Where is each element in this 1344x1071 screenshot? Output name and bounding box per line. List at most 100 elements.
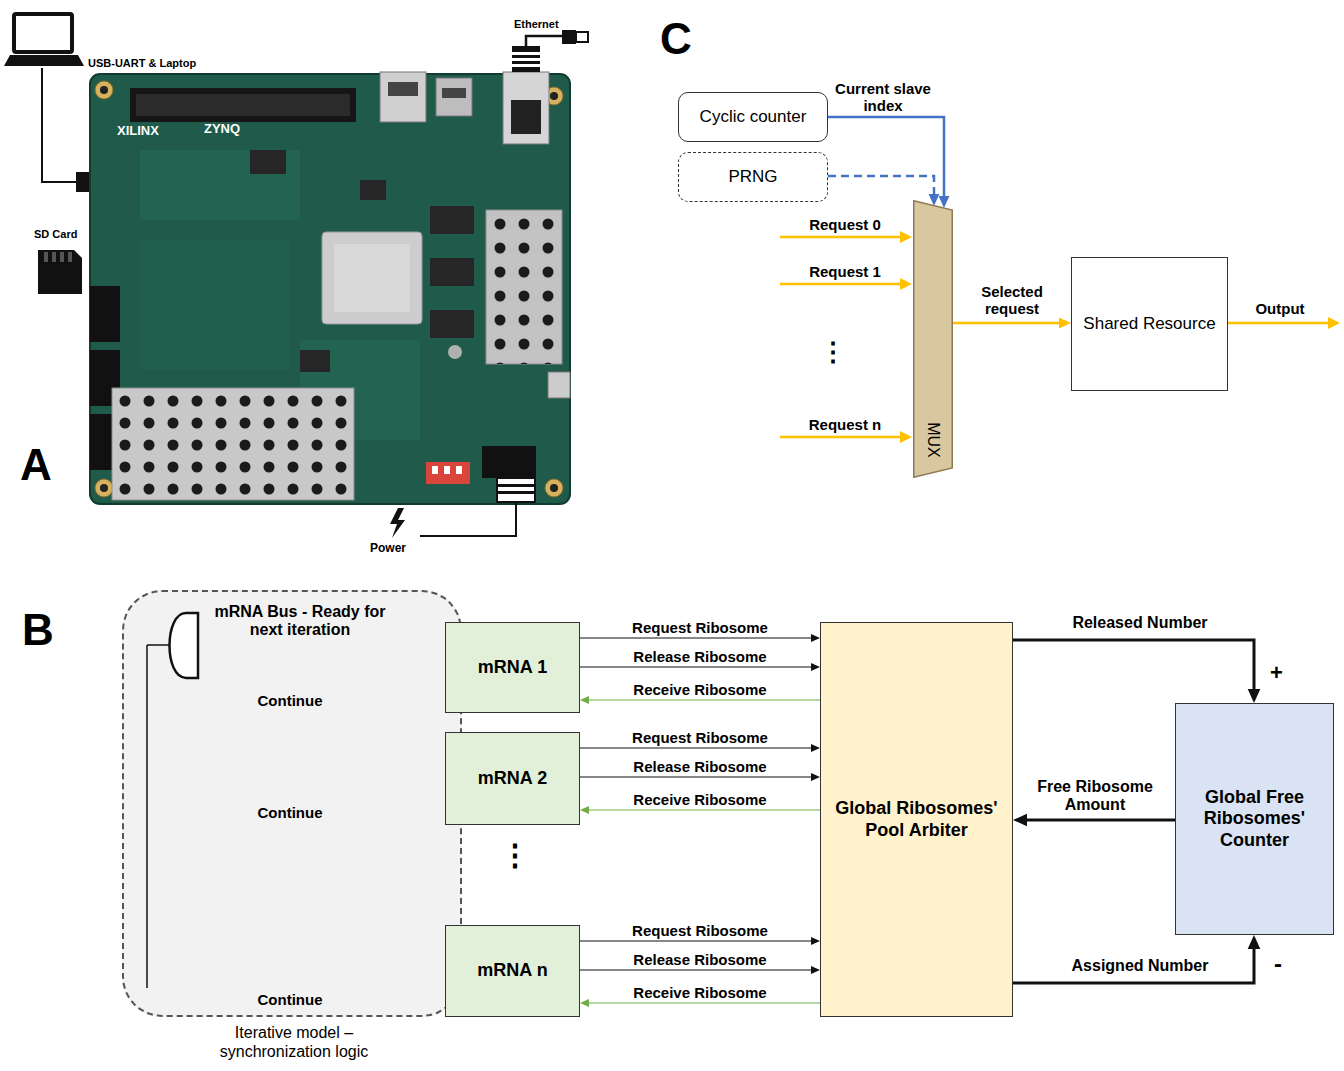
mrna-box: mRNA n [445,925,580,1017]
connector-line [587,699,820,700]
connector-line [580,637,813,638]
arrowhead [580,806,589,814]
ethernet-plug [512,30,588,72]
request-wire-part [900,278,912,290]
fpga-board-part [100,484,108,492]
sd-card-part [44,252,48,262]
board-print: ZYNQ [204,122,240,137]
mux-trapezoid: MUX [913,200,953,478]
power-plug-part [497,484,535,487]
fpga-board-part [95,479,113,497]
arrowhead [811,937,820,945]
connector-line [580,969,813,970]
fpga-board-part [136,94,350,116]
connector-line [580,940,813,941]
node-text: MUX [923,422,942,458]
output-wire [1228,317,1340,329]
edge-label: Continue [240,991,340,1008]
ethernet-plug-part [512,58,540,61]
connector [1013,640,1260,703]
signal-label: Output [1240,300,1320,317]
node-text: Iterative model – synchronization logic [184,1023,404,1061]
fpga-board-part [444,466,450,474]
fpga-board-part [482,446,536,478]
arrowhead [811,966,820,974]
power-plug-part [497,478,535,502]
fpga-board-part [456,466,462,474]
ethernet-plug-part [576,32,588,42]
connector [953,318,1071,329]
sd-card-part [38,250,82,294]
arrowhead [580,696,589,704]
connector-line [587,809,820,810]
node-text: Global Free Ribosomes' Counter [1184,787,1325,852]
port-label: Ethernet [514,18,559,31]
panel-letter: B [22,605,54,656]
prng-box: PRNG [678,152,828,202]
signal-label: Request 0 [790,216,900,233]
connector-line [953,322,1061,325]
ethernet-plug-part [512,64,540,67]
edge-label: mRNA Bus - Ready for next iteration [210,603,390,640]
arrowhead [1248,689,1261,703]
edge-label: Assigned Number [1060,957,1220,975]
fpga-board-part [426,462,470,484]
edge-label: Continue [240,692,340,709]
laptop-icon-part [14,14,72,52]
power-plug-part [420,502,516,536]
usb-cable [42,68,96,192]
usb-cable-part [42,68,76,182]
connector-line [580,776,813,777]
node-text: mRNA 1 [478,657,547,679]
connector-line [580,747,813,748]
ethernet-plug-part [512,46,540,72]
request-wire-part [900,431,912,443]
fpga-board-part [448,345,462,359]
sign-mark: - [1274,950,1282,978]
fpga-board-part [300,350,330,372]
counter-store-box: Global Free Ribosomes' Counter [1175,703,1334,935]
output-wire-part [1228,322,1329,325]
edge-label: Receive Ribosome [600,984,800,1001]
laptop-icon-part [4,55,84,66]
connector [828,176,939,206]
fpga-board-part [130,88,356,122]
arrowhead [1248,935,1261,949]
output-wire-part [1328,317,1340,329]
arrowhead [811,634,820,642]
node-text: Global Ribosomes' Pool Arbiter [829,798,1004,841]
node-text: Shared Resource [1083,314,1215,334]
fpga-board-part [100,86,108,94]
request-wire-part [780,283,901,286]
connector [1013,935,1260,983]
sd-card-part [60,252,64,262]
resource-box: Shared Resource [1071,257,1228,391]
ethernet-plug-part [512,52,540,55]
port-label: Power [370,542,406,556]
fpga-board-part [322,232,422,324]
ethernet-plug-part [526,36,562,46]
mrna-box: mRNA 2 [445,732,580,825]
connector-line [1013,946,1254,983]
panel-letter: C [660,14,692,65]
fpga-board-part [430,310,474,338]
fpga-board-part [250,150,286,174]
arrowhead [580,999,589,1007]
fpga-board-part [486,210,562,364]
fpga-board-part [430,258,474,286]
request-wire-part [780,236,901,239]
board-print: XILINX [117,124,159,139]
arrowhead [1059,318,1071,329]
sd-card-part [52,252,56,262]
request-wire [780,231,912,443]
node-text: mRNA n [477,960,547,982]
edge-label: Request Ribosome [600,619,800,636]
ellipsis-dots: ⋮ [500,838,530,873]
fpga-board-part [388,82,418,96]
edge-label: Release Ribosome [600,648,800,665]
arrowhead [811,773,820,781]
ellipsis-dots: ⋮ [820,338,846,368]
fpga-board-part [90,74,570,504]
edge-label: Free Ribosome Amount [1030,778,1160,815]
